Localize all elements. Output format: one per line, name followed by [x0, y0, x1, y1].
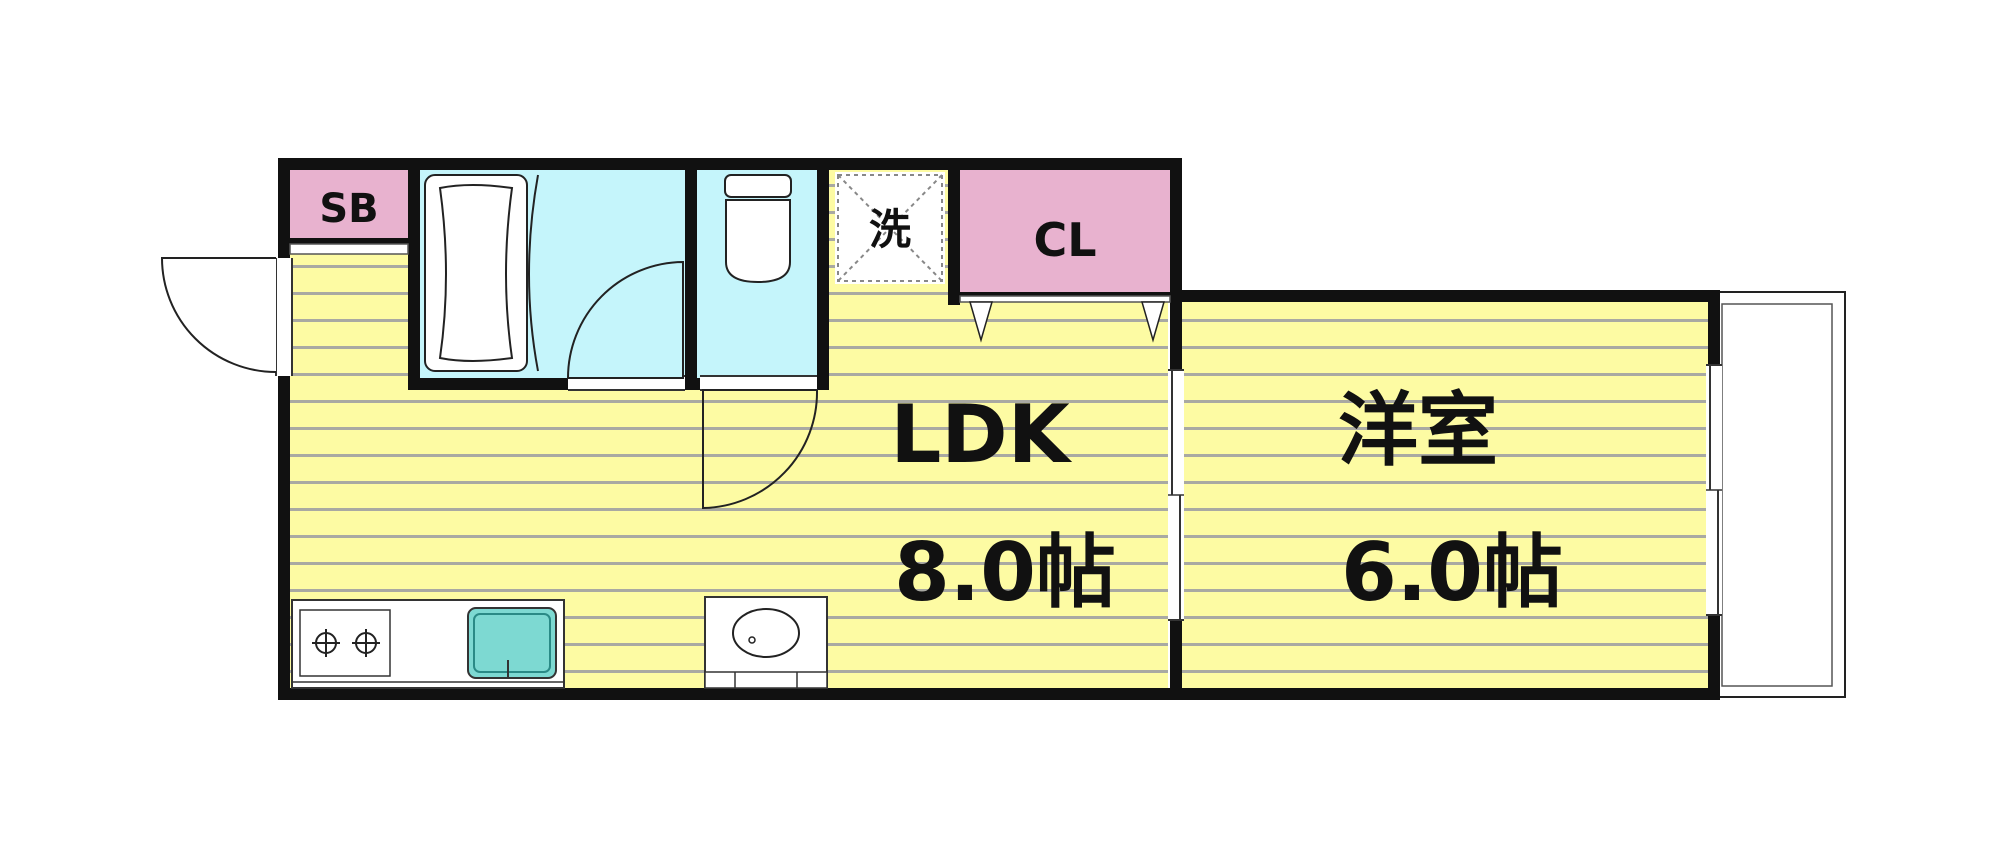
door-swing-icon — [160, 257, 277, 373]
wall-room-top — [1170, 290, 1720, 302]
wall-toilet-right — [817, 165, 829, 390]
wall-outer-bottom — [278, 688, 1720, 700]
balcony — [1714, 291, 1846, 698]
washer-label: 洗 — [869, 205, 911, 254]
bath-curtain — [528, 174, 539, 372]
bathtub-inner — [438, 184, 514, 362]
ldk-label: LDK — [890, 388, 1072, 481]
ldk-size: 8.0帖 — [894, 526, 1116, 619]
closet — [960, 170, 1170, 292]
door-swing-icon — [566, 260, 684, 379]
closet-rail — [959, 295, 1171, 303]
sink-basin — [473, 613, 551, 673]
toilet-tank — [724, 174, 792, 198]
washer-outline — [837, 174, 943, 282]
washbasin-icon — [732, 608, 800, 658]
wall-bath-left — [408, 165, 420, 390]
western-room-label: 洋室 — [1338, 384, 1498, 477]
closet-label: CL — [1033, 213, 1096, 267]
western-room-floor — [1180, 300, 1708, 690]
wall-outer-left — [278, 158, 290, 699]
closet-door-icon — [1141, 301, 1165, 343]
washer-diagonal — [837, 174, 943, 282]
wall-bath-right — [685, 165, 697, 390]
toilet-door-opening — [700, 376, 817, 390]
burner-icon — [312, 629, 340, 657]
toilet-icon — [725, 199, 791, 284]
entrance-opening — [276, 258, 292, 376]
shoe-box — [290, 170, 408, 240]
burner-icon — [352, 629, 380, 657]
wall-closet-bottom — [948, 292, 1170, 298]
wall-closet-right — [1170, 158, 1182, 300]
wall-sb-bottom — [290, 238, 408, 244]
door-swing-icon — [702, 389, 819, 510]
closet-door-icon — [969, 301, 993, 343]
washbasin-base — [704, 671, 828, 689]
sink-icon — [467, 607, 557, 679]
wall-closet-left — [948, 165, 960, 305]
western-room-size: 6.0帖 — [1341, 526, 1563, 619]
sb-shelf — [289, 243, 409, 255]
shoe-box-label: SB — [319, 186, 378, 232]
washbasin-drain — [748, 636, 756, 644]
bath-door-opening — [568, 376, 685, 390]
